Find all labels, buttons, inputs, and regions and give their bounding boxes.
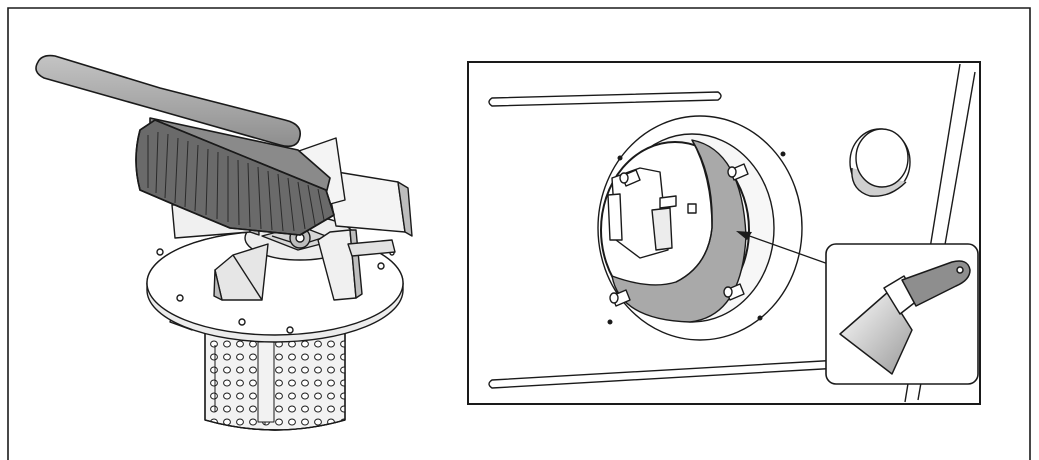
brush-icon <box>35 54 335 236</box>
outer-border <box>7 7 1031 460</box>
top-rail <box>488 91 722 107</box>
detail-panel <box>467 61 981 405</box>
mounting-studs <box>609 163 749 307</box>
perforated-basket <box>204 329 346 431</box>
scraper-inset <box>825 243 979 385</box>
knob-icon <box>849 128 911 197</box>
scraper-icon <box>839 260 971 375</box>
